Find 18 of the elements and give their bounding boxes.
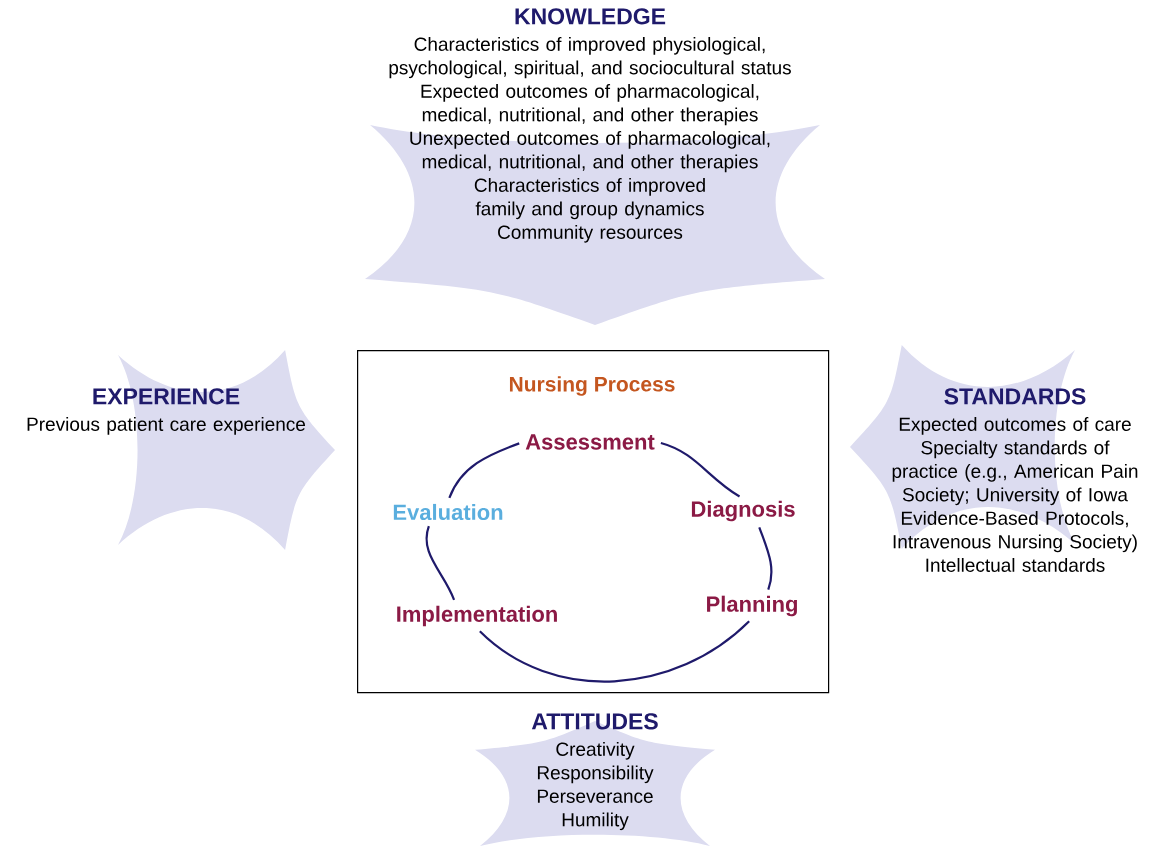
node-label: Characteristics of improved physiological, psychological, spiritual, and sociocultural status (389, 36, 791, 79)
step-label: Planning (707, 595, 797, 617)
step-label: Assessment (525, 434, 655, 450)
node-label: Expected outcomes of pharmacological, medical, nutritional, and other therapies (421, 83, 759, 126)
connector-arc (479, 620, 750, 683)
arrow-text-block: STANDARDS Expected outcomes of care Specialty standards of practice (e.g., American Pain Society; University of Iowa Evidence-Based Protocols, Intravenous Nursing Society) Intellectual standards (850, 345, 1138, 572)
step-label: Evaluation (393, 503, 503, 521)
step-label: Diagnosis (691, 500, 795, 522)
node-label: Intellectual standards (926, 557, 1105, 572)
connector-arc (660, 442, 741, 498)
step-label: Implementation (397, 605, 557, 627)
arrow-text-block: EXPERIENCE Previous patient care experience (27, 350, 335, 550)
arrow-text-block: KNOWLEDGE Characteristics of improved physiological, psychological, spiritual, and sociocultural status Expected outcomes of pharmacological, medical, nutritional, and other therapies Unexpected outcomes of pharmacological, medical, nutritional, and other therapies Characteristics of improved family and group dynamics Community resources (365, 8, 825, 325)
node-label: KNOWLEDGE (515, 8, 666, 25)
connector-arc (448, 442, 520, 499)
arrow-text-block: ATTITUDES Creativity Responsibility Perseverance Humility (475, 713, 715, 846)
connector-arc (758, 526, 773, 591)
connector-arc (425, 525, 456, 601)
